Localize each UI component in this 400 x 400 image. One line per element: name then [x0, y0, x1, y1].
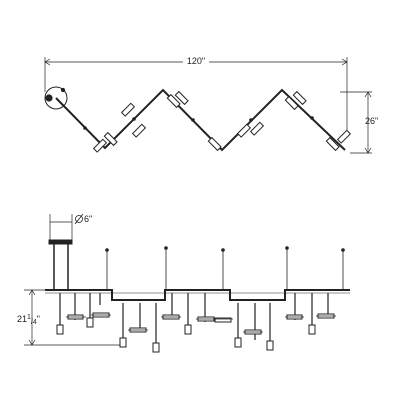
diameter-label: 6" [84, 214, 92, 224]
side-cross-lamps [67, 312, 335, 335]
side-rail [45, 289, 350, 301]
rail-connectors [83, 116, 314, 130]
side-pendant-heads [56, 317, 316, 353]
diameter-dimension [49, 214, 73, 240]
width-label: 120" [187, 56, 205, 66]
side-lamp-accents [66, 314, 336, 333]
suspension-cables [106, 248, 344, 290]
height-dimension [340, 91, 372, 154]
width-dimension [44, 57, 348, 130]
side-view: 6" 21 [17, 213, 350, 353]
side-height-label: 211/4" [17, 314, 40, 326]
top-pendants [92, 90, 352, 153]
top-view: 120" 26" [44, 55, 378, 154]
diameter-icon [74, 213, 84, 225]
side-height-dimension [24, 289, 120, 346]
canopy-circle [44, 86, 68, 110]
canopy [48, 239, 73, 245]
height-label: 26" [365, 116, 378, 126]
